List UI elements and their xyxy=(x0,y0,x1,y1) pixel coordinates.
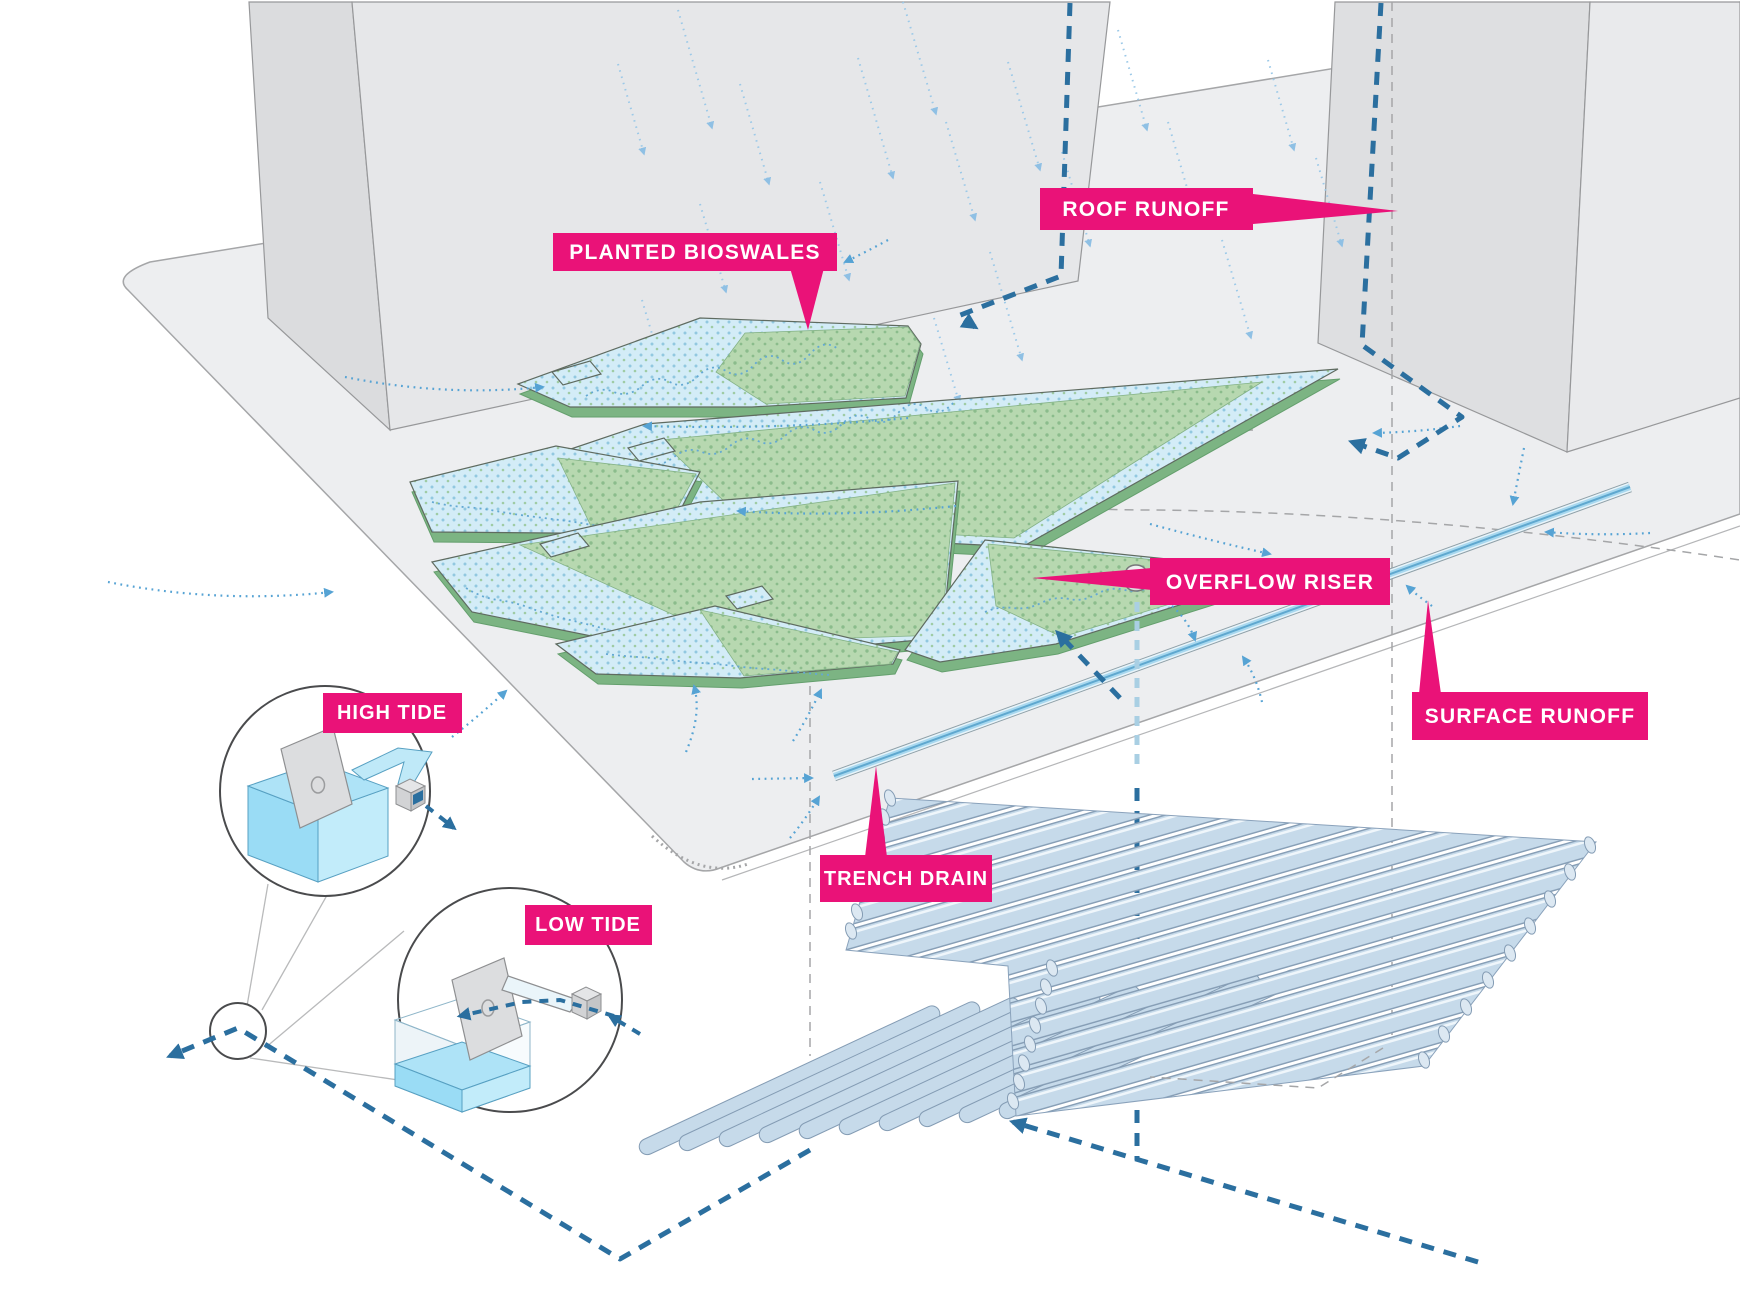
label-text: ROOF RUNOFF xyxy=(1062,198,1229,221)
label-pointer xyxy=(790,268,824,330)
label-box xyxy=(553,233,837,271)
label-pointer xyxy=(865,766,887,857)
trench-drain-channel xyxy=(832,481,1632,782)
label-text: TRENCH DRAIN xyxy=(824,868,988,890)
label-text: PLANTED BIOSWALES xyxy=(569,241,820,264)
low-tide-valve-arrow xyxy=(607,1014,642,1036)
high-tide-outflow-arrow xyxy=(424,804,457,831)
low-tide-inflow-arrow xyxy=(456,997,615,1021)
label-box xyxy=(1412,692,1648,740)
label-pointer xyxy=(1253,194,1398,224)
callout-labels: PLANTED BIOSWALES ROOF RUNOFF OVERFLOW R… xyxy=(323,188,1648,945)
label-text: LOW TIDE xyxy=(535,914,641,936)
low-tide-tank xyxy=(393,957,642,1113)
outfall-path-right xyxy=(1008,1117,1479,1265)
label-text: HIGH TIDE xyxy=(337,702,447,724)
label-box xyxy=(820,855,992,902)
label-box xyxy=(323,693,462,733)
terrace-1 xyxy=(517,317,924,418)
roof-runoff-path-left xyxy=(955,2,1073,330)
outlet-channel xyxy=(501,975,579,1013)
label-planted-bioswales: PLANTED BIOSWALES xyxy=(553,233,837,330)
label-pointer xyxy=(1032,568,1152,590)
label-high-tide: HIGH TIDE xyxy=(323,693,462,733)
label-box xyxy=(1150,558,1390,605)
building-left xyxy=(248,1,1111,432)
gate-orifice xyxy=(310,776,326,794)
label-surface-runoff: SURFACE RUNOFF xyxy=(1412,600,1648,740)
outfall-path-left xyxy=(166,1025,812,1262)
label-box xyxy=(1040,188,1253,230)
label-trench-drain: TRENCH DRAIN xyxy=(820,766,992,902)
valve-box xyxy=(394,778,427,812)
overflow-inlet-arrow xyxy=(1055,629,1122,700)
roof-runoff-path-right xyxy=(1347,2,1465,461)
label-roof-runoff: ROOF RUNOFF xyxy=(1040,188,1398,230)
spillway-notches xyxy=(538,360,775,610)
terrace-6 xyxy=(555,605,903,689)
label-overflow-riser: OVERFLOW RISER xyxy=(1032,558,1390,605)
high-tide-tank xyxy=(246,726,457,883)
label-text: OVERFLOW RISER xyxy=(1166,571,1374,594)
label-pointer xyxy=(1419,600,1441,694)
bioswale-terraces xyxy=(409,317,1341,689)
detail-circle-high-tide xyxy=(219,685,457,897)
outfall-plan-circle xyxy=(209,1002,267,1060)
label-text: SURFACE RUNOFF xyxy=(1425,705,1635,728)
building-right xyxy=(1317,1,1740,453)
label-box xyxy=(525,905,652,945)
label-low-tide: LOW TIDE xyxy=(525,905,652,945)
